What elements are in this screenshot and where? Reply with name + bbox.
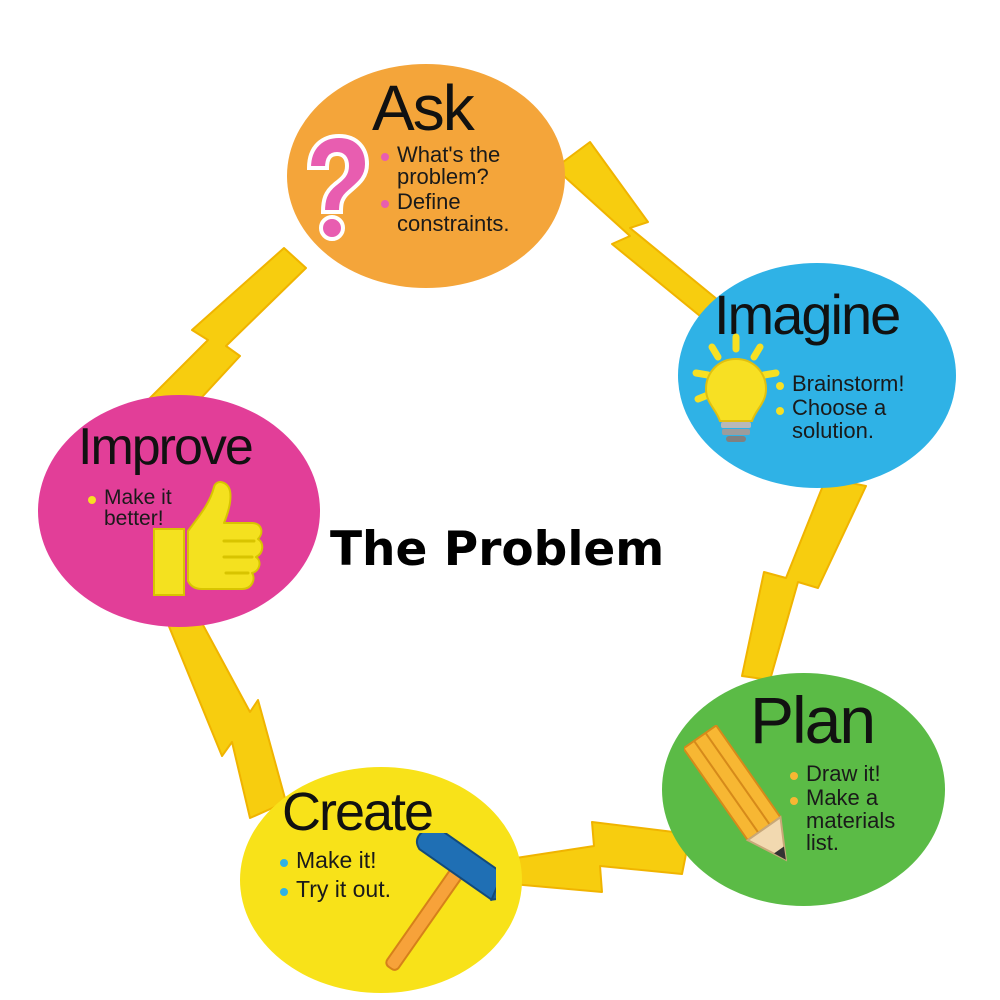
connector-imagine-plan: [741, 477, 867, 681]
question-mark-icon: [306, 134, 370, 241]
step-ask-bullets: What's the problem? Define constraints.: [379, 143, 549, 236]
step-ask-bullet: What's the problem?: [379, 143, 549, 189]
thumbs-up-icon: [153, 481, 264, 596]
step-ask-bullet: Define constraints.: [379, 190, 549, 236]
step-improve-bullet: Make it better!: [86, 487, 186, 530]
step-improve-title: Improve: [78, 418, 254, 476]
lightbulb-icon: [692, 333, 780, 442]
step-plan: Plan Draw it! Make a materials list.: [662, 673, 945, 906]
step-plan-title: Plan: [750, 683, 876, 757]
step-create-title: Create: [282, 782, 434, 842]
connector-plan-create: [511, 821, 691, 893]
step-imagine-bullet: Choose a solution.: [774, 397, 944, 442]
step-plan-bullets: Draw it! Make a materials list.: [788, 762, 928, 855]
connector-create-improve: [167, 611, 287, 819]
step-imagine-bullet: Brainstorm!: [774, 372, 944, 395]
step-create-bullet: Make it!: [278, 848, 428, 872]
hammer-icon: [385, 833, 496, 971]
step-imagine: Imagine Brainstorm! Choose a solution.: [678, 263, 956, 488]
step-improve-bullets: Make it better!: [86, 487, 186, 530]
step-plan-bullet: Draw it!: [788, 762, 928, 785]
step-plan-bullet: Make a materials list.: [788, 787, 928, 854]
step-imagine-title: Imagine: [714, 283, 901, 346]
connector-improve-ask: [137, 247, 307, 437]
step-improve: Improve Make it better!: [38, 395, 320, 627]
center-title: The Problem: [330, 522, 665, 577]
step-create-bullets: Make it! Try it out.: [278, 848, 428, 902]
pencil-icon: [684, 725, 788, 862]
step-ask-title: Ask: [372, 72, 475, 144]
step-create: Create Make it! Try it out.: [240, 767, 522, 993]
step-imagine-bullets: Brainstorm! Choose a solution.: [774, 372, 944, 442]
step-create-bullet: Try it out.: [278, 877, 428, 901]
step-ask: Ask What's the problem? Define constrain…: [287, 64, 565, 288]
connector-ask-imagine: [554, 141, 719, 317]
